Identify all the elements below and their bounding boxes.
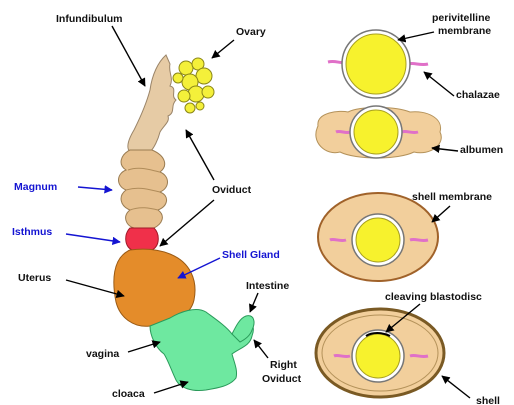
label-isthmus: Isthmus (12, 226, 52, 238)
label-vagina: vagina (86, 348, 119, 360)
label-infundibulum: Infundibulum (56, 13, 122, 25)
label-oviduct: Oviduct (212, 184, 252, 196)
label-shell-membrane: shell membrane (412, 191, 492, 203)
label-uterus: Uterus (18, 272, 51, 284)
oviduct-illustration (114, 55, 254, 391)
infundibulum-shape (128, 55, 176, 152)
label-magnum: Magnum (14, 181, 57, 193)
egg-stage-1 (328, 30, 428, 98)
label-cleaving-blastodisc: cleaving blastodisc (385, 291, 482, 303)
label-shell-gland: Shell Gland (222, 249, 280, 261)
ovary-follicles (173, 58, 214, 113)
label-perivitelline-2: membrane (438, 25, 491, 37)
egg-stage-4 (316, 309, 444, 397)
label-perivitelline-1: perivitelline (432, 12, 491, 24)
label-cloaca: cloaca (112, 388, 145, 400)
label-intestine: Intestine (246, 280, 289, 292)
egg-stage-3 (318, 193, 438, 281)
vagina-cloaca-shape (150, 310, 253, 391)
label-right-oviduct-1: Right (270, 359, 297, 371)
label-right-oviduct-2: Oviduct (262, 373, 302, 385)
label-shell: shell (476, 395, 500, 405)
label-albumen: albumen (460, 144, 503, 156)
label-ovary: Ovary (236, 26, 266, 38)
egg-stage-2 (316, 106, 441, 158)
label-chalazae: chalazae (456, 89, 500, 101)
isthmus-shape (126, 228, 159, 250)
